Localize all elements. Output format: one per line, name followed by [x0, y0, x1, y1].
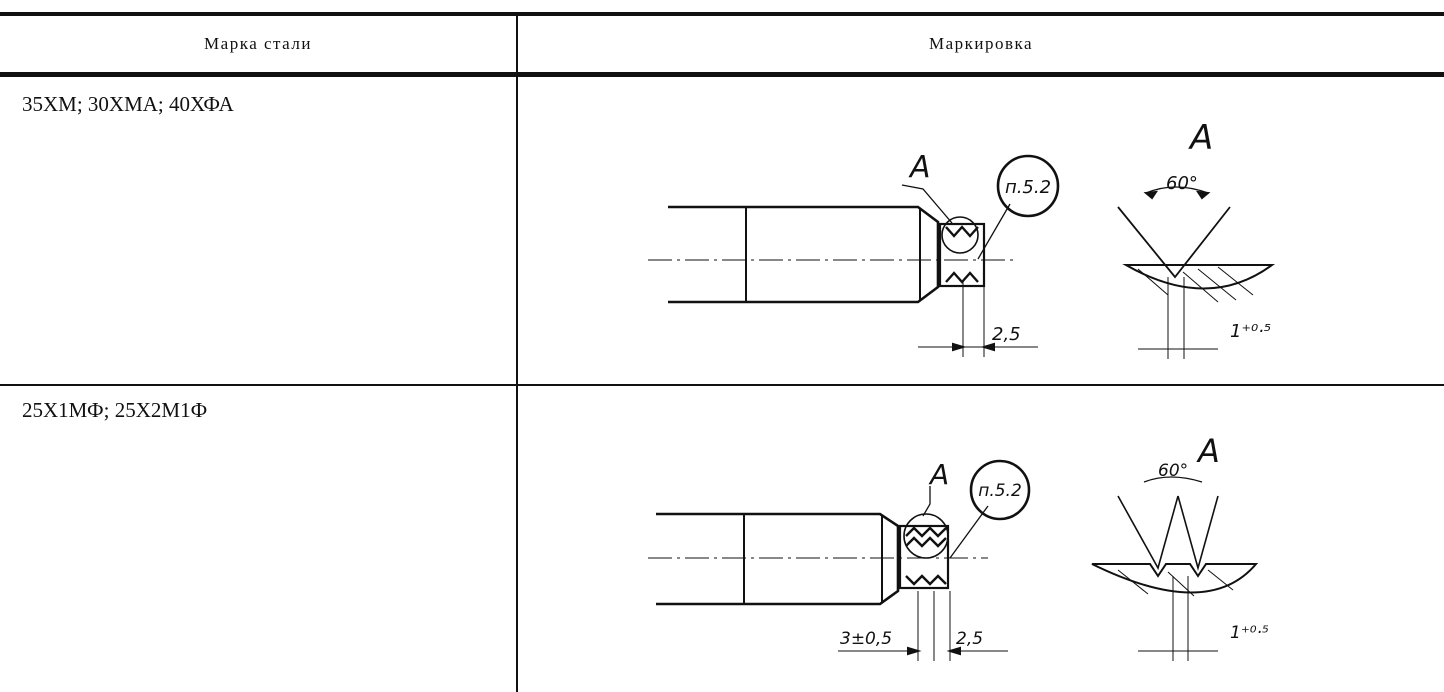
angle-label: 60° [1158, 461, 1188, 481]
column-header-steel-grade: Марка стали [0, 16, 516, 72]
dimension-depth: 1⁺⁰·⁵ [1230, 321, 1271, 342]
angle-label: 60° [1166, 173, 1198, 194]
row-divider [0, 384, 1444, 386]
column-divider [516, 12, 518, 692]
shaft-end-drawing [648, 154, 1060, 357]
dimension-pitch: 3±0,5 [840, 629, 892, 649]
callout-label: A [928, 458, 949, 491]
column-header-steel-grade-text: Марка стали [204, 34, 312, 53]
steel-grade-cell: 35ХМ; 30ХМА; 40ХФА [22, 92, 234, 116]
clause-note: п.5.2 [978, 481, 1022, 501]
header-bottom-rule [0, 72, 1444, 77]
section-view-label: A [1196, 432, 1220, 470]
marking-drawing: A п.5.2 3±0,5 2,5 A 60° 1⁺⁰·⁵ [648, 432, 1269, 661]
table-top-rule [0, 12, 1444, 16]
section-view-a [1091, 476, 1259, 661]
clause-note: п.5.2 [1005, 177, 1051, 198]
marking-drawing: A п.5.2 2,5 A 60° 1⁺⁰·⁵ [648, 118, 1276, 359]
section-view-label: A [1188, 118, 1213, 158]
dimension-depth: 1⁺⁰·⁵ [1230, 623, 1269, 643]
section-view-a [1117, 186, 1276, 359]
dimension-spacing: 2,5 [992, 324, 1021, 345]
steel-grade-cell: 25Х1МФ; 25Х2М1Ф [22, 398, 208, 422]
dimension-spacing: 2,5 [956, 629, 983, 649]
callout-label: A [908, 150, 931, 185]
column-header-marking-text: Маркировка [928, 34, 1034, 53]
column-header-marking: Маркировка [518, 16, 1444, 72]
shaft-end-drawing [648, 459, 1031, 661]
